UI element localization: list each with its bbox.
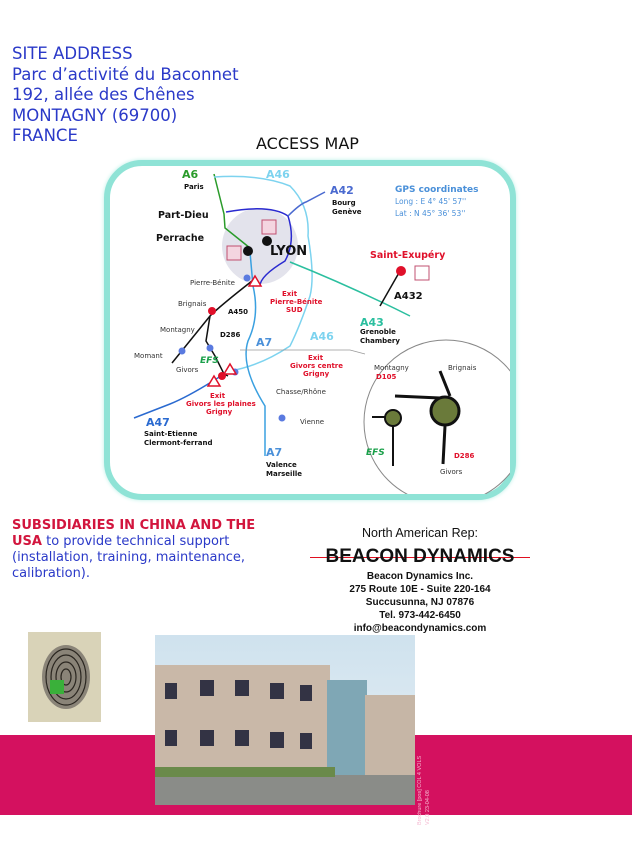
label-a46-mid: A46 [310,330,334,343]
label-valence: Valence [266,461,297,469]
label-saint-exupery: Saint-Exupéry [370,250,446,261]
fingerprint-image [28,632,101,722]
label-pierre-benite: Pierre-Bénite [190,279,235,287]
label-part-dieu: Part-Dieu [158,210,209,221]
label-a42: A42 [330,184,354,197]
inset-label-montagny: Montagny [374,364,409,372]
label-paris: Paris [184,183,204,191]
beacon-dynamics-logo: BEACON DYNAMICS [300,546,540,568]
label-clermont: Clermont-ferrand [144,439,213,447]
building-photo [155,635,415,805]
rep-heading: North American Rep: [361,526,479,540]
label-a450: A450 [228,308,249,316]
label-saint-etienne: Saint-Etienne [144,430,198,438]
gps-title: GPS coordinates [395,185,479,195]
label-momant: Momant [134,352,163,360]
site-address: SITE ADDRESS Parc d’activité du Baconnet… [12,44,239,147]
gps-long: Long : E 4° 45' 57'' [395,197,467,206]
inset-label-d105: D105 [376,373,397,381]
label-perrache: Perrache [156,233,205,244]
address-line: MONTAGNY (69700) [12,105,178,125]
label-a432: A432 [394,291,423,302]
label-a46-top: A46 [266,168,290,181]
label-efs: EFS [200,356,219,366]
label-exit-givors-plaines-name: Givors les plaines [186,400,256,408]
map-roads [133,173,510,494]
label-montagny: Montagny [160,326,195,334]
label-chasse-rhone: Chasse/Rhône [276,388,326,396]
rep-city: Succusunna, NJ 07876 [365,597,475,608]
gps-lat: Lat : N 45° 36' 53'' [395,209,466,218]
label-givors: Givors [176,366,199,374]
label-lyon: LYON [270,244,308,259]
subsidiaries-text: SUBSIDIARIES IN CHINA AND THE USA to pro… [12,518,262,582]
label-exit-pierre-benite-sud: SUD [286,306,303,314]
inset-label-efs: EFS [366,448,385,458]
address-line: 192, allée des Chênes [12,85,195,104]
label-exit-pierre-benite-name: Pierre-Bénite [270,298,323,306]
label-geneve: Genève [332,208,362,216]
label-exit-pierre-benite: Exit [282,290,298,298]
rep-phone: Tel. 973-442-6450 [379,610,461,621]
site-address-heading: SITE ADDRESS [12,44,133,63]
rep-address: 275 Route 10E - Suite 220-164 [349,584,491,595]
north-american-rep: North American Rep: BEACON DYNAMICS Beac… [300,526,540,635]
label-brignais: Brignais [178,300,207,308]
label-d286: D286 [220,331,241,339]
inset-label-d286: D286 [454,452,475,460]
address-line: Parc d’activité du Baconnet [12,64,239,84]
label-exit-givors-plaines-grigny: Grigny [206,408,233,416]
label-marseille: Marseille [266,470,303,478]
label-a7-bottom: A7 [266,446,283,459]
label-exit-givors-centre-name: Givors centre [290,362,343,370]
label-a47: A47 [146,416,170,429]
label-a6: A6 [182,168,199,181]
rep-company: Beacon Dynamics Inc. [366,571,474,582]
label-exit-givors-plaines: Exit [210,392,226,400]
rep-email[interactable]: info@beacondynamics.com [353,623,487,634]
label-a7-mid: A7 [256,336,273,349]
label-chambery: Chambery [360,337,400,345]
inset-label-brignais: Brignais [448,364,477,372]
label-exit-givors-centre-grigny: Grigny [303,370,330,378]
label-exit-givors-centre: Exit [308,354,324,362]
subsidiaries-title: SUBSIDIARIES IN CHINA AND THE USA [12,518,256,549]
label-grenoble: Grenoble [360,328,396,336]
address-line: FRANCE [12,126,78,145]
label-vienne: Vienne [300,418,325,426]
access-map-title: ACCESS MAP [256,134,359,153]
access-map: A6 Paris A46 A42 Bourg Genève GPS coordi… [104,160,516,500]
label-a43: A43 [360,316,384,329]
inset-label-givors: Givors [440,468,463,476]
label-bourg: Bourg [332,199,356,207]
subsidiaries-description: to provide technical support (installati… [12,534,246,581]
